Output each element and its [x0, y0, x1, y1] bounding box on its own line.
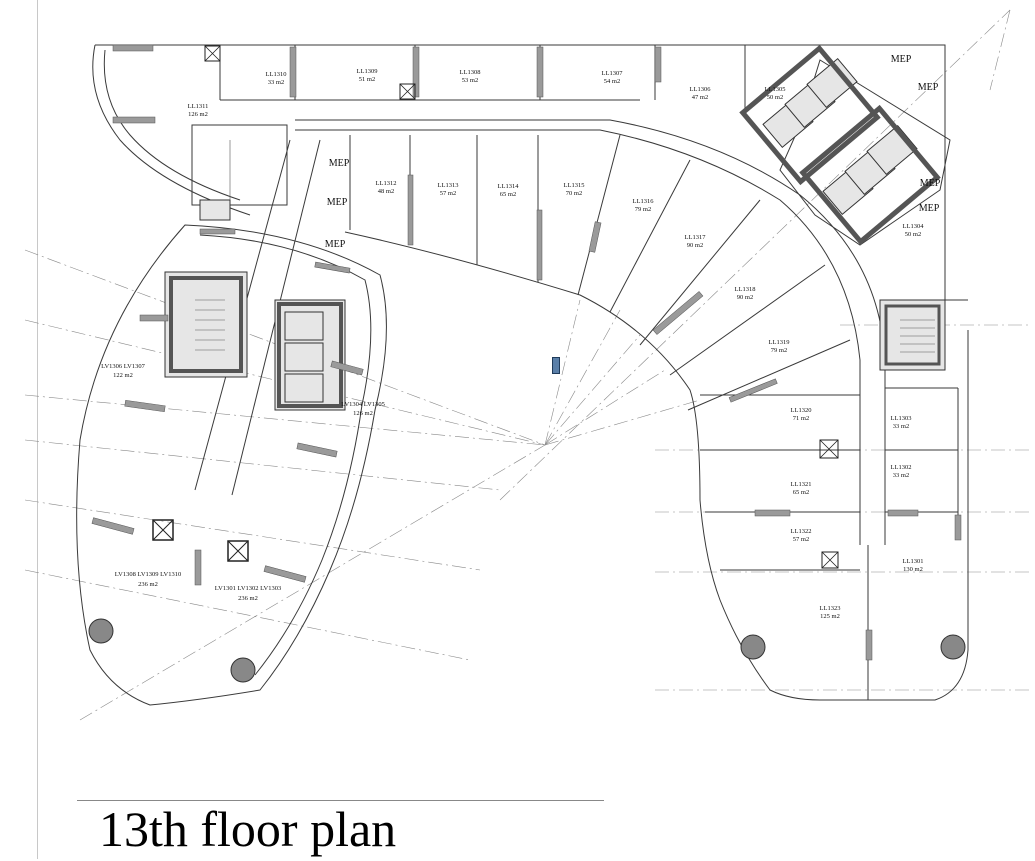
mep-labels: MEP MEP MEP MEP MEP MEP MEP [325, 54, 941, 250]
round-columns [88, 618, 966, 683]
mep-label: MEP [918, 82, 939, 93]
plan-title: 13th floor plan [99, 801, 397, 857]
upper-service-core [739, 44, 951, 246]
mep-label: MEP [327, 197, 348, 208]
selection-handle[interactable] [552, 357, 560, 374]
lower-wing-hatches [91, 228, 351, 586]
right-stair-core [879, 299, 946, 371]
left-lift-core [274, 299, 364, 411]
shaft-boxes [152, 45, 839, 569]
left-stair-core [139, 271, 248, 378]
mep-label: MEP [891, 54, 912, 65]
middle-row-partitions [349, 134, 873, 700]
page-frame-line [37, 0, 38, 859]
mep-label: MEP [325, 239, 346, 250]
mep-label: MEP [919, 203, 940, 214]
mep-label: MEP [329, 158, 350, 169]
toilet-block [191, 124, 288, 221]
lower-wing-outline [76, 139, 387, 706]
right-column-units [885, 387, 962, 541]
mep-label: MEP [920, 178, 941, 189]
title-rule [77, 800, 604, 801]
